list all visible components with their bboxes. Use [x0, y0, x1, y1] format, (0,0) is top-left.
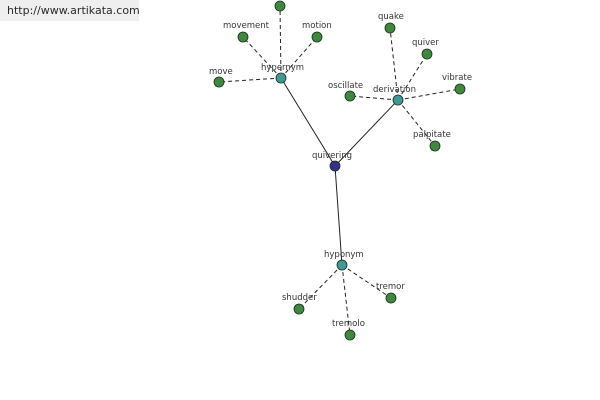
- edge-hypernym-movement: [242, 36, 282, 79]
- node-label-quake[interactable]: quake: [378, 12, 404, 22]
- graph-nodes: move movement motion hypernym oscillate quake…: [209, 0, 472, 341]
- node-movement[interactable]: movement: [223, 21, 270, 43]
- word-node-circle[interactable]: [344, 90, 356, 102]
- edge-derivation-quiver: [397, 53, 428, 101]
- node-quivering[interactable]: quivering: [312, 151, 352, 172]
- node-label-shudder[interactable]: shudder: [282, 293, 317, 303]
- word-node-circle[interactable]: [293, 303, 305, 315]
- node-label-derivation[interactable]: derivation: [373, 85, 416, 95]
- node-label-oscillate[interactable]: oscillate: [328, 81, 363, 91]
- node-quiver[interactable]: quiver: [412, 38, 439, 60]
- edge-hypernym-motion: [280, 36, 318, 79]
- node-label-quiver[interactable]: quiver: [412, 38, 439, 48]
- node-hypernym[interactable]: hypernym: [261, 63, 304, 84]
- word-node-circle[interactable]: [213, 76, 225, 88]
- word-node-circle[interactable]: [429, 140, 441, 152]
- relation-node-circle[interactable]: [392, 94, 404, 106]
- word-node-circle[interactable]: [421, 48, 433, 60]
- edge-quivering-derivation: [334, 99, 399, 167]
- source-banner: http://www.artikata.com: [0, 0, 140, 21]
- node-label-motion[interactable]: motion: [302, 21, 332, 31]
- root-node-circle[interactable]: [329, 160, 341, 172]
- word-node-circle[interactable]: [344, 329, 356, 341]
- node-palpitate[interactable]: palpitate: [413, 130, 451, 152]
- node-unlabeled-top[interactable]: [274, 0, 286, 12]
- node-move[interactable]: move: [209, 67, 233, 88]
- node-derivation[interactable]: derivation: [373, 85, 416, 106]
- edge-quivering-hyponym: [334, 165, 343, 266]
- edge-hypernym-unlabeled-top: [279, 5, 282, 79]
- relation-node-circle[interactable]: [275, 72, 287, 84]
- node-label-palpitate[interactable]: palpitate: [413, 130, 451, 140]
- graph-edges: [218, 5, 461, 336]
- node-tremor[interactable]: tremor: [376, 282, 405, 304]
- source-link[interactable]: http://www.artikata.com: [7, 4, 140, 17]
- node-label-movement[interactable]: movement: [223, 21, 270, 31]
- word-node-circle[interactable]: [311, 31, 323, 43]
- edge-hypernym-move: [218, 77, 282, 83]
- node-motion[interactable]: motion: [302, 21, 332, 43]
- word-node-circle[interactable]: [384, 22, 396, 34]
- edge-hyponym-tremor: [341, 264, 392, 299]
- edge-quivering-hypernym: [280, 77, 336, 167]
- node-label-quivering[interactable]: quivering: [312, 151, 352, 161]
- edge-hyponym-tremolo: [341, 264, 351, 336]
- edge-derivation-palpitate: [397, 99, 436, 147]
- edge-derivation-quake: [389, 27, 399, 101]
- node-hyponym[interactable]: hyponym: [324, 250, 364, 271]
- node-vibrate[interactable]: vibrate: [442, 73, 472, 95]
- node-tremolo[interactable]: tremolo: [332, 319, 365, 341]
- node-label-vibrate[interactable]: vibrate: [442, 73, 472, 83]
- node-oscillate[interactable]: oscillate: [328, 81, 363, 102]
- edge-derivation-vibrate: [397, 88, 461, 101]
- node-shudder[interactable]: shudder: [282, 293, 317, 315]
- word-node-circle[interactable]: [454, 83, 466, 95]
- node-label-move[interactable]: move: [209, 67, 233, 77]
- word-node-circle[interactable]: [385, 292, 397, 304]
- edge-hyponym-shudder: [298, 264, 343, 310]
- relation-node-circle[interactable]: [336, 259, 348, 271]
- node-label-hypernym[interactable]: hypernym: [261, 63, 304, 73]
- word-node-circle[interactable]: [274, 0, 286, 12]
- node-label-tremor[interactable]: tremor: [376, 282, 405, 292]
- node-label-hyponym[interactable]: hyponym: [324, 250, 364, 260]
- node-quake[interactable]: quake: [378, 12, 404, 34]
- node-label-tremolo[interactable]: tremolo: [332, 319, 365, 329]
- edge-derivation-oscillate: [349, 95, 399, 101]
- word-node-circle[interactable]: [237, 31, 249, 43]
